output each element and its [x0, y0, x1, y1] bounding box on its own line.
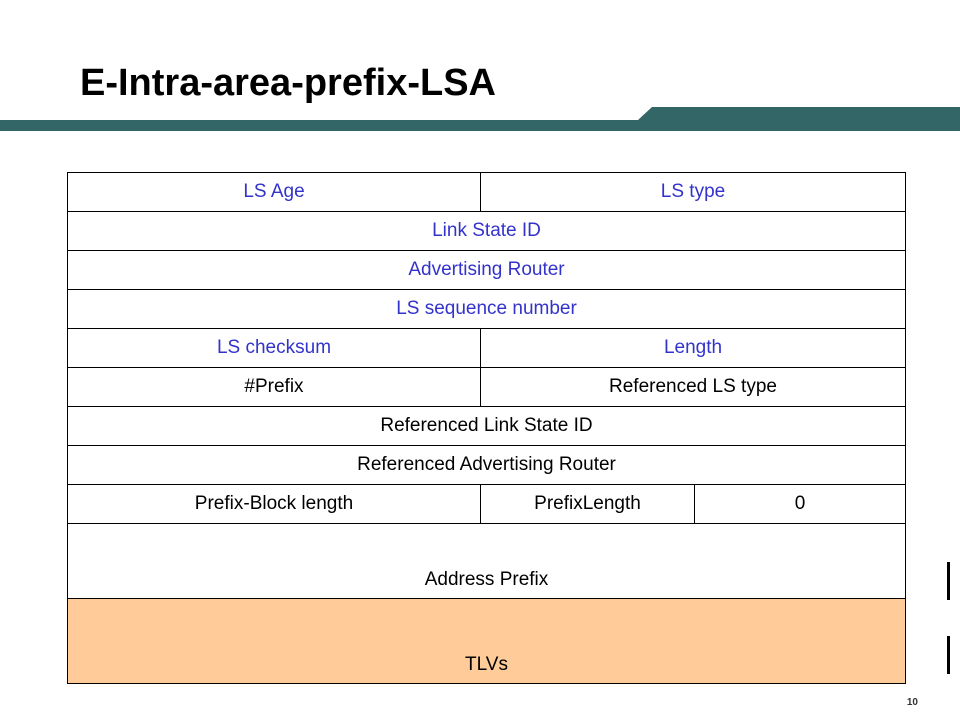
referenced-link-state-id-cell: Referenced Link State ID	[67, 406, 906, 446]
prefix-block-length-cell: Prefix-Block length	[67, 484, 481, 524]
table-row: Address Prefix	[67, 523, 906, 599]
side-bracket-lower	[947, 636, 960, 674]
table-row: Prefix-Block length PrefixLength 0	[67, 484, 906, 524]
table-row: Advertising Router	[67, 250, 906, 290]
ls-age-cell: LS Age	[67, 172, 481, 212]
table-row: LS checksum Length	[67, 328, 906, 368]
table-row: Link State ID	[67, 211, 906, 251]
advertising-router-cell: Advertising Router	[67, 250, 906, 290]
prefix-length-cell: PrefixLength	[480, 484, 695, 524]
referenced-advertising-router-cell: Referenced Advertising Router	[67, 445, 906, 485]
title-accent-bar	[0, 107, 960, 131]
table-row: TLVs	[67, 598, 906, 684]
slide-title: E-Intra-area-prefix-LSA	[80, 62, 496, 104]
link-state-id-cell: Link State ID	[67, 211, 906, 251]
length-cell: Length	[480, 328, 906, 368]
tlvs-cell: TLVs	[67, 598, 906, 684]
table-row: Referenced Advertising Router	[67, 445, 906, 485]
side-bracket-upper	[947, 562, 960, 600]
zero-cell: 0	[694, 484, 906, 524]
ls-sequence-number-cell: LS sequence number	[67, 289, 906, 329]
page-number: 10	[906, 697, 918, 708]
table-row: #Prefix Referenced LS type	[67, 367, 906, 407]
address-prefix-cell: Address Prefix	[67, 523, 906, 599]
num-prefix-cell: #Prefix	[67, 367, 481, 407]
referenced-ls-type-cell: Referenced LS type	[480, 367, 906, 407]
table-row: LS sequence number	[67, 289, 906, 329]
ls-checksum-cell: LS checksum	[67, 328, 481, 368]
lsa-format-table: LS Age LS type Link State ID Advertising…	[67, 172, 906, 684]
table-row: Referenced Link State ID	[67, 406, 906, 446]
ls-type-cell: LS type	[480, 172, 906, 212]
table-row: LS Age LS type	[67, 172, 906, 212]
